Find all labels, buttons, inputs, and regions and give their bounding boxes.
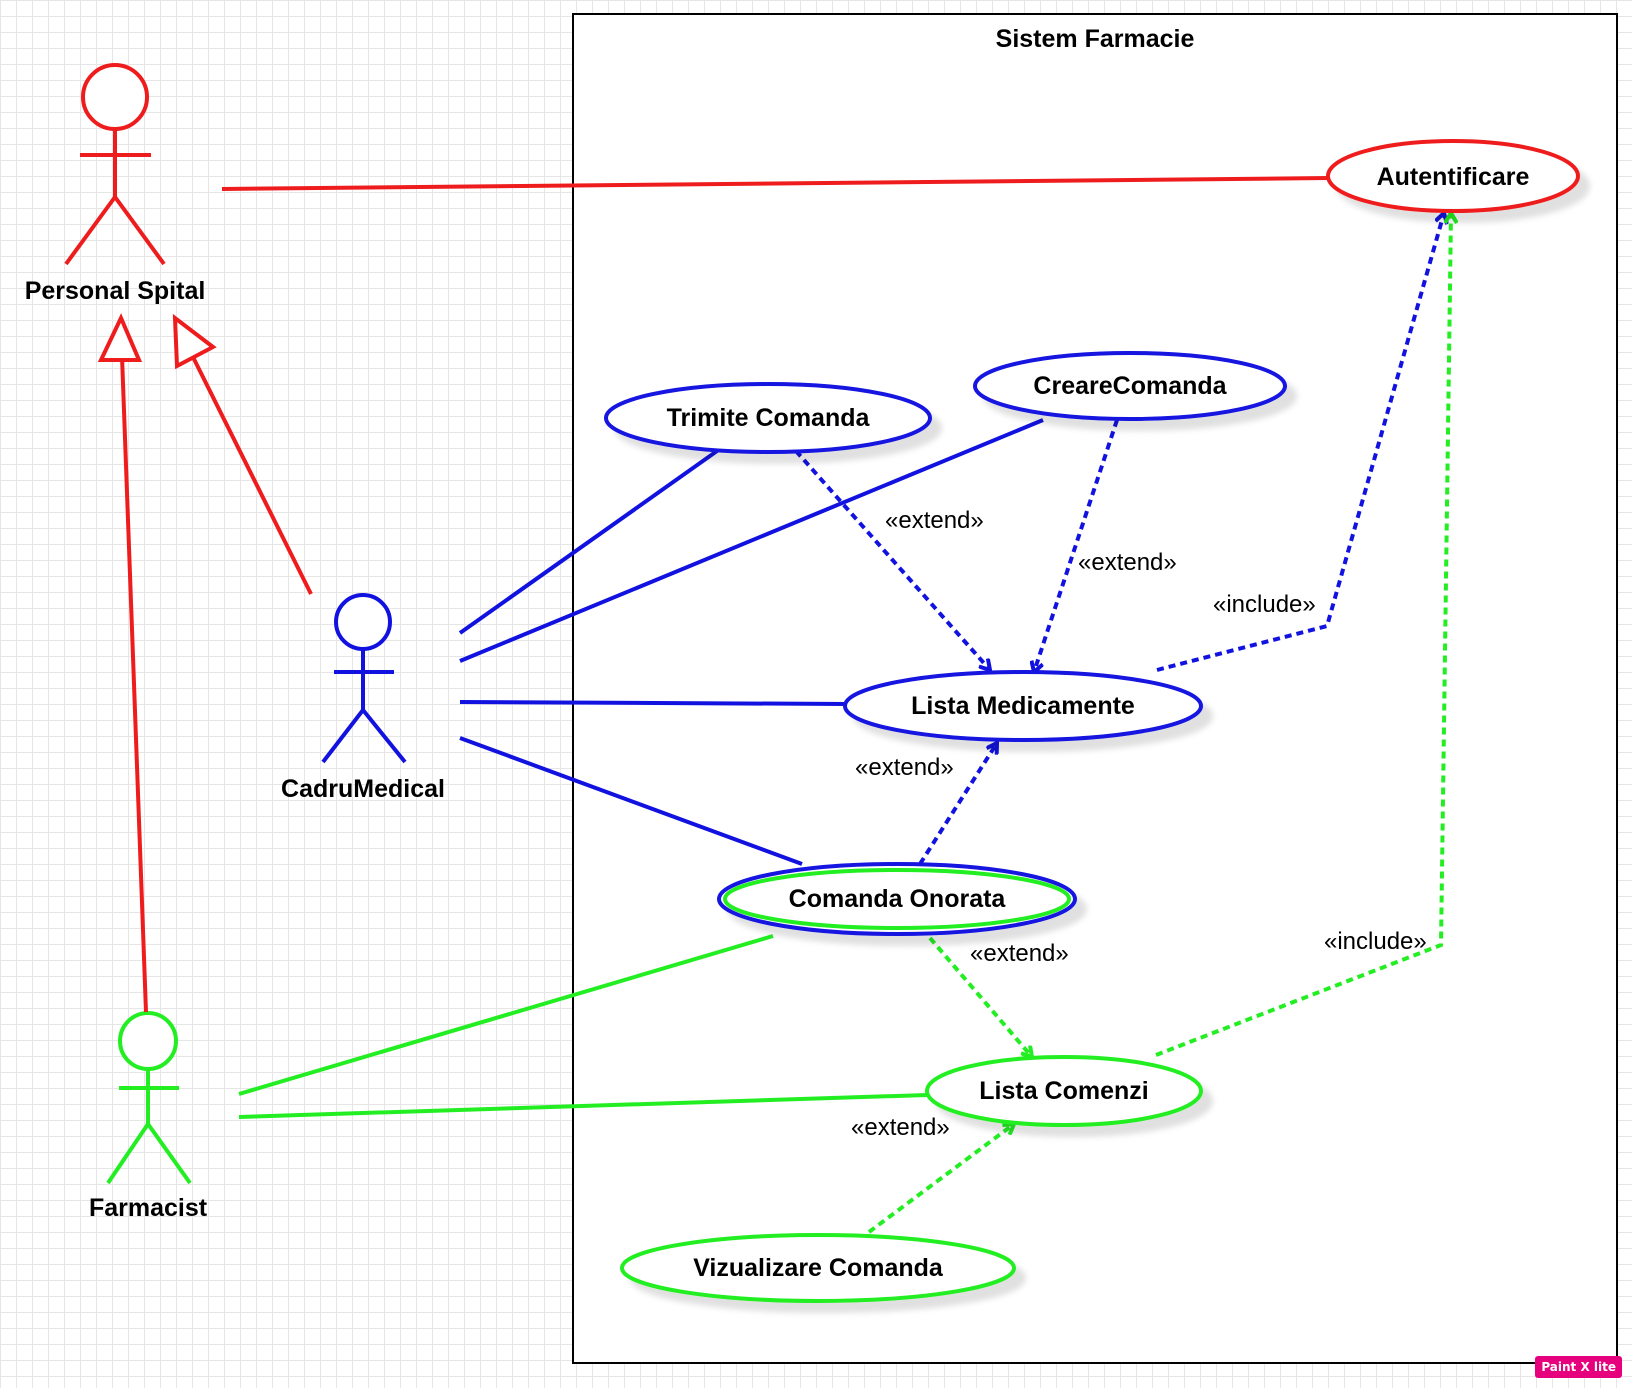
stereotype-include-2: «include» bbox=[1324, 928, 1427, 955]
usecase-label-creare-comanda: CreareComanda bbox=[1033, 372, 1227, 400]
actor-label-farmacist: Farmacist bbox=[89, 1194, 208, 1222]
stereotype-extend-2: «extend» bbox=[1078, 549, 1177, 576]
extend-onorata-to-lista-comenzi bbox=[928, 936, 1032, 1057]
extend-creare-to-lista-medicamente bbox=[1034, 419, 1119, 672]
generalization-cadru-medical bbox=[172, 313, 313, 595]
stereotype-extend-5: «extend» bbox=[851, 1114, 950, 1141]
system-title: Sistem Farmacie bbox=[996, 25, 1195, 53]
actor-cadru-medical[interactable] bbox=[321, 593, 407, 764]
usecase-vizualizare-comanda[interactable]: Vizualizare Comanda bbox=[620, 1233, 1016, 1303]
actor-personal-spital[interactable] bbox=[64, 63, 166, 266]
usecase-lista-comenzi[interactable]: Lista Comenzi bbox=[925, 1055, 1203, 1127]
association-personal-autentificare bbox=[221, 176, 1330, 191]
stereotype-include-1: «include» bbox=[1213, 591, 1316, 618]
usecase-creare-comanda[interactable]: CreareComanda bbox=[973, 351, 1287, 421]
stereotype-extend-4: «extend» bbox=[970, 940, 1069, 967]
usecase-autentificare[interactable]: Autentificare bbox=[1326, 139, 1580, 213]
associations-cadru-medical bbox=[458, 418, 1044, 866]
include-lista-comenzi-to-autentificare bbox=[1155, 213, 1451, 1057]
usecase-trimite-comanda[interactable]: Trimite Comanda bbox=[604, 382, 932, 454]
generalization-farmacist bbox=[97, 313, 148, 1013]
usecase-label-comanda-onorata: Comanda Onorata bbox=[789, 885, 1007, 913]
usecase-comanda-onorata[interactable]: Comanda Onorata bbox=[717, 862, 1077, 936]
include-lista-medicamente-to-autentificare bbox=[1156, 213, 1444, 672]
extend-trimite-to-lista-medicamente bbox=[794, 449, 990, 670]
paint-x-lite-badge: Paint X lite bbox=[1535, 1356, 1622, 1378]
stereotype-extend-1: «extend» bbox=[885, 507, 984, 534]
usecase-label-lista-comenzi: Lista Comenzi bbox=[979, 1077, 1148, 1105]
extend-vizualizare-to-lista-comenzi bbox=[867, 1124, 1014, 1234]
usecase-label-lista-medicamente: Lista Medicamente bbox=[911, 692, 1135, 720]
associations-farmacist bbox=[238, 934, 928, 1119]
usecase-label-vizualizare-comanda: Vizualizare Comanda bbox=[693, 1254, 944, 1282]
usecase-lista-medicamente[interactable]: Lista Medicamente bbox=[843, 670, 1203, 742]
stereotype-extend-3: «extend» bbox=[855, 754, 954, 781]
usecase-label-trimite-comanda: Trimite Comanda bbox=[667, 404, 871, 432]
actor-label-cadru-medical: CadruMedical bbox=[281, 775, 445, 803]
actor-label-personal-spital: Personal Spital bbox=[25, 277, 206, 305]
usecase-label-autentificare: Autentificare bbox=[1377, 163, 1530, 191]
actor-farmacist[interactable] bbox=[106, 1011, 192, 1185]
